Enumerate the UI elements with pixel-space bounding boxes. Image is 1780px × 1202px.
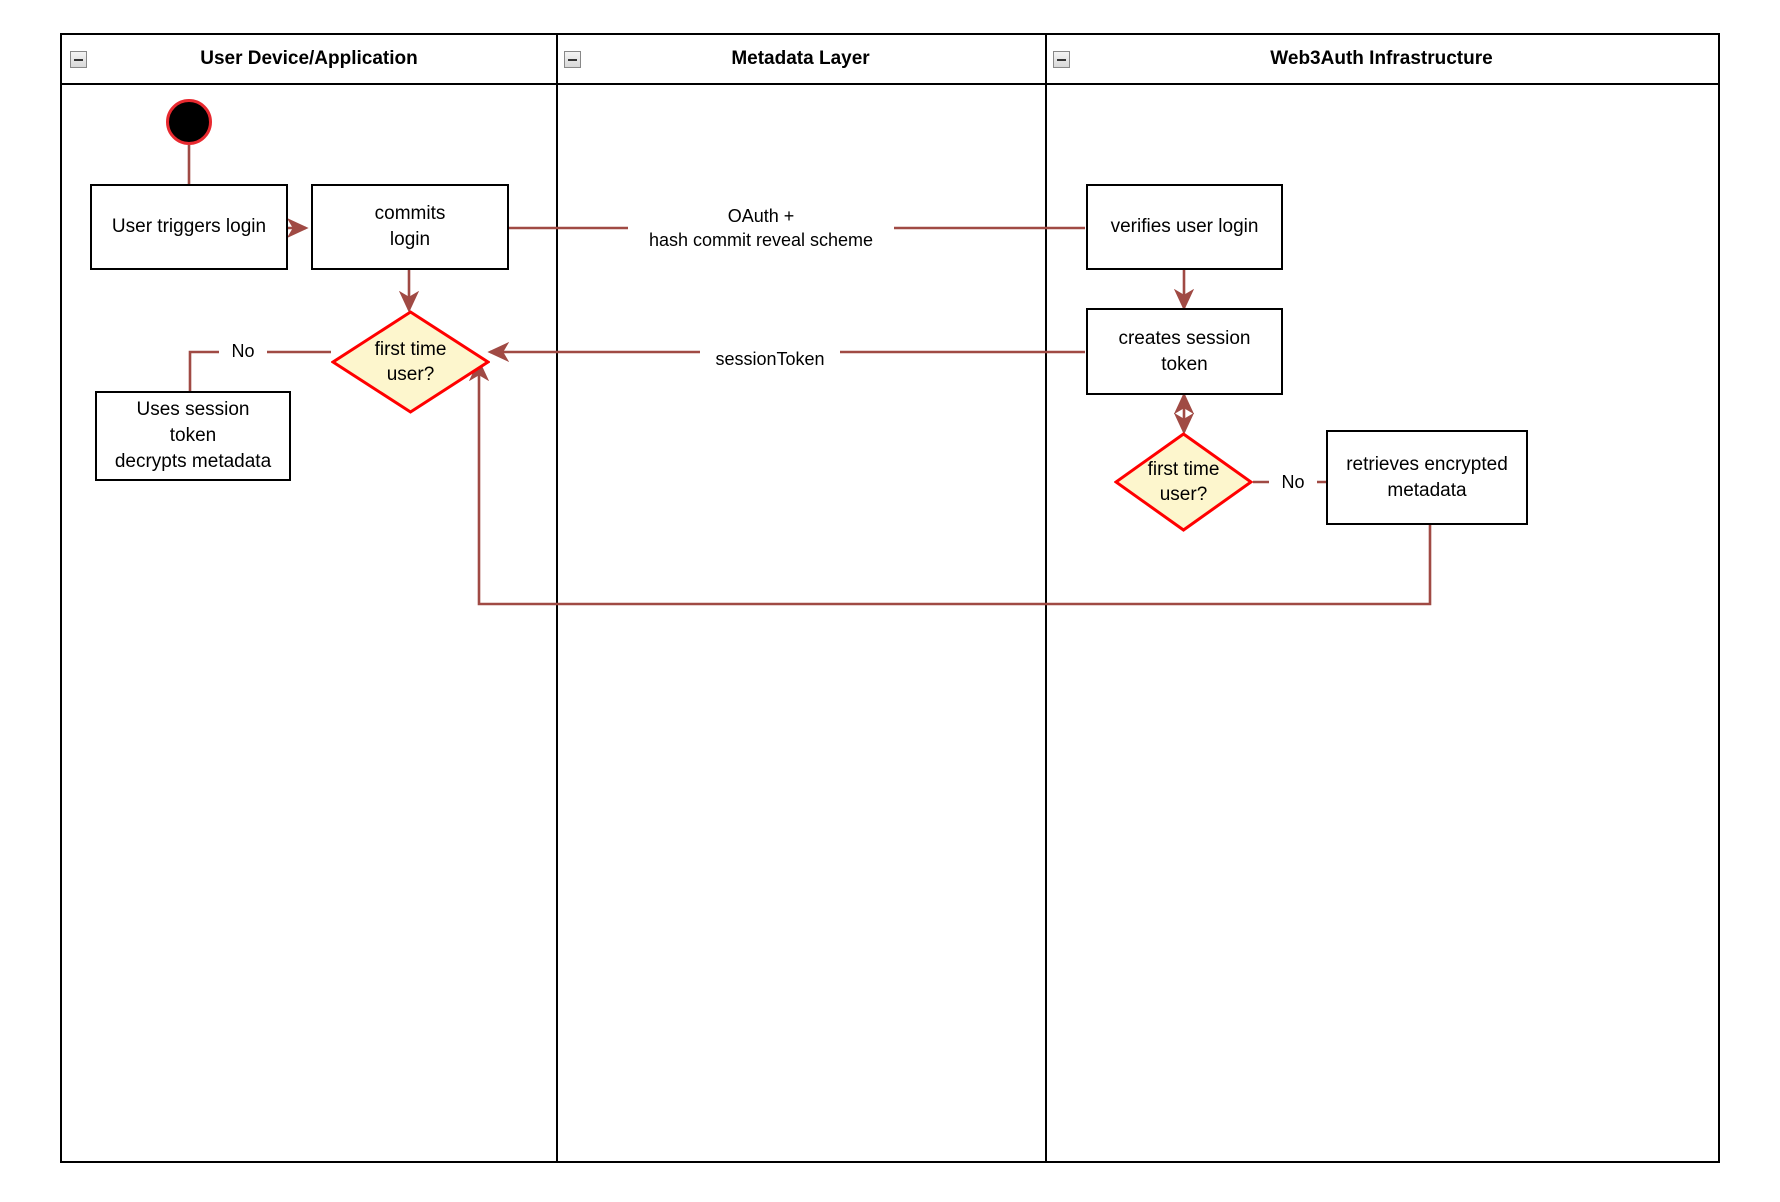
decision-label: first time user? — [1147, 459, 1220, 505]
decision-label: first time user? — [374, 339, 447, 385]
activity-retrieves-encrypted-metadata[interactable]: retrieves encrypted metadata — [1326, 430, 1528, 525]
activity-user-triggers-login[interactable]: User triggers login — [90, 184, 288, 270]
decision-first-time-user-left[interactable]: first time user? — [331, 310, 490, 414]
edge-label-session-token: sessionToken — [700, 347, 840, 371]
activity-verifies-user-login[interactable]: verifies user login — [1086, 184, 1283, 270]
start-node[interactable] — [166, 99, 212, 145]
edge-label-no-right: No — [1269, 470, 1317, 494]
swimlane-pool: User Device/Application Metadata Layer W… — [60, 33, 1720, 1163]
collapse-minus-icon[interactable] — [1053, 51, 1070, 68]
activity-label: User triggers login — [111, 216, 267, 237]
lane-divider-1 — [556, 35, 558, 1161]
activity-label: creates session token — [1118, 327, 1251, 375]
lane-header-metadata-layer[interactable]: Metadata Layer — [556, 35, 1045, 85]
decision-first-time-user-right[interactable]: first time user? — [1114, 432, 1253, 532]
activity-commits-login[interactable]: commits login — [311, 184, 509, 270]
lane-header-web3auth[interactable]: Web3Auth Infrastructure — [1045, 35, 1718, 85]
activity-label: retrieves encrypted metadata — [1346, 453, 1508, 501]
lane-title-web3auth: Web3Auth Infrastructure — [1270, 48, 1493, 69]
lane-divider-2 — [1045, 35, 1047, 1161]
lane-title-user-device: User Device/Application — [200, 48, 418, 69]
activity-label: verifies user login — [1110, 216, 1259, 237]
collapse-minus-icon[interactable] — [70, 51, 87, 68]
activity-creates-session-token[interactable]: creates session token — [1086, 308, 1283, 395]
lane-title-metadata-layer: Metadata Layer — [731, 48, 870, 69]
lane-header-user-device[interactable]: User Device/Application — [62, 35, 556, 85]
edge-label-oauth: OAuth + hash commit reveal scheme — [628, 204, 894, 252]
activity-label: Uses session token decrypts metadata — [114, 399, 272, 472]
edge-label-no-left: No — [219, 339, 267, 363]
collapse-minus-icon[interactable] — [564, 51, 581, 68]
activity-label: commits login — [374, 203, 446, 250]
activity-uses-session-token[interactable]: Uses session token decrypts metadata — [95, 391, 291, 481]
